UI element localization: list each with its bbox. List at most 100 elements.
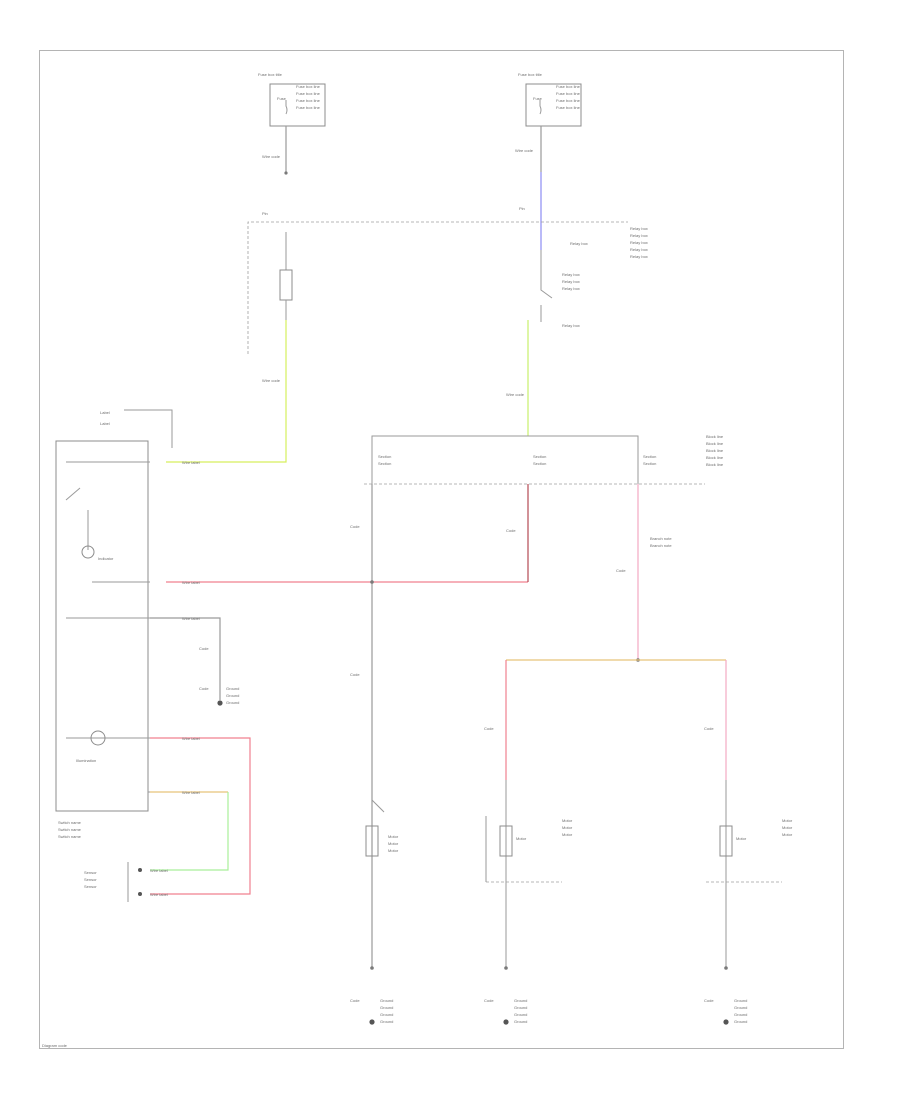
svg-text:Ground: Ground [226,693,239,698]
center-motor: Motor Motor Motor [365,799,399,857]
svg-text:Block line: Block line [706,462,724,467]
svg-text:Sensor: Sensor [84,877,97,882]
svg-text:Pin: Pin [262,211,268,216]
svg-text:Code: Code [506,528,516,533]
svg-text:Switch name: Switch name [58,827,82,832]
svg-text:Ground: Ground [514,1005,527,1010]
fuse-box-right: Fuse box title Fuse box line Fuse box li… [518,72,582,127]
svg-text:Fuse: Fuse [533,96,543,101]
svg-text:Motor: Motor [562,825,573,830]
svg-text:Ground: Ground [226,686,239,691]
svg-text:Wire label: Wire label [150,868,168,873]
svg-text:Wire label: Wire label [182,790,200,795]
svg-text:Block line: Block line [706,455,724,460]
svg-text:Motor: Motor [388,841,399,846]
svg-text:Motor: Motor [562,818,573,823]
svg-text:Relay box: Relay box [630,247,648,252]
svg-text:Relay box: Relay box [630,254,648,259]
svg-text:Relay box: Relay box [630,226,648,231]
svg-text:Switch name: Switch name [58,834,82,839]
svg-text:Sensor: Sensor [84,870,97,875]
svg-text:Relay box: Relay box [570,241,588,246]
svg-text:Section: Section [533,461,546,466]
left-motor: Motor Motor Motor Motor [485,780,573,968]
svg-text:Section: Section [378,454,391,459]
svg-text:Code: Code [484,726,494,731]
svg-text:Code: Code [350,998,360,1003]
svg-text:Illumination: Illumination [76,758,96,763]
svg-text:Block line: Block line [706,448,724,453]
svg-text:Motor: Motor [562,832,573,837]
svg-text:Motor: Motor [782,832,793,837]
svg-text:Code: Code [199,686,209,691]
wire-illum-green [150,792,229,871]
svg-text:Motor: Motor [388,834,399,839]
svg-text:Wire label: Wire label [182,460,200,465]
sensor-connector: Sensor Sensor Sensor Wire label Wire lab… [84,862,168,902]
svg-text:Relay box: Relay box [562,272,580,277]
svg-text:Ground: Ground [380,998,393,1003]
svg-text:Block line: Block line [706,434,724,439]
svg-text:Relay box: Relay box [630,240,648,245]
svg-text:Ground: Ground [734,1005,747,1010]
svg-text:Ground: Ground [226,700,239,705]
svg-text:Label: Label [100,421,110,426]
svg-text:Section: Section [643,461,656,466]
svg-text:Ground: Ground [380,1019,393,1024]
svg-text:Motor: Motor [782,818,793,823]
svg-text:Code: Code [350,524,360,529]
wire-illum-red [150,737,251,895]
svg-text:Pin: Pin [519,206,525,211]
svg-text:Motor: Motor [782,825,793,830]
svg-text:Section: Section [378,461,391,466]
svg-text:Motor: Motor [736,836,747,841]
relay-box: Pin Pin Relay box Relay box Relay box Re… [247,206,648,354]
svg-text:Ground: Ground [734,1019,747,1024]
svg-text:Relay box: Relay box [562,323,580,328]
svg-text:Wire code: Wire code [515,148,534,153]
svg-text:Wire label: Wire label [182,616,200,621]
svg-text:Fuse box line: Fuse box line [556,105,581,110]
svg-text:Branch note: Branch note [650,536,672,541]
svg-text:Branch note: Branch note [650,543,672,548]
svg-text:Label: Label [100,410,110,415]
svg-text:Ground: Ground [380,1005,393,1010]
svg-text:Code: Code [199,646,209,651]
svg-text:Code: Code [704,726,714,731]
svg-text:Fuse box line: Fuse box line [556,98,581,103]
wire-gray-ground [150,617,221,700]
svg-text:Switch name: Switch name [58,820,82,825]
svg-text:Code: Code [350,672,360,677]
svg-text:Fuse box title: Fuse box title [258,72,283,77]
svg-text:Wire label: Wire label [150,892,168,897]
svg-text:Fuse box line: Fuse box line [556,84,581,89]
svg-text:Indicator: Indicator [98,556,114,561]
svg-text:Ground: Ground [734,1012,747,1017]
svg-text:Ground: Ground [734,998,747,1003]
mode-switch: Label Label Indicator Illumination Switc… [55,409,173,839]
svg-text:Ground: Ground [514,1012,527,1017]
diagram-frame [39,50,844,1049]
svg-text:Fuse box line: Fuse box line [296,91,321,96]
svg-text:Fuse box line: Fuse box line [296,84,321,89]
svg-text:Sensor: Sensor [84,884,97,889]
svg-text:Wire label: Wire label [182,580,200,585]
right-motor: Motor Motor Motor Motor [706,780,793,968]
svg-text:Ground: Ground [514,1019,527,1024]
svg-text:Fuse box line: Fuse box line [556,91,581,96]
svg-text:Fuse box line: Fuse box line [296,105,321,110]
svg-text:Fuse: Fuse [277,96,287,101]
svg-text:Relay box: Relay box [562,279,580,284]
svg-text:Motor: Motor [388,848,399,853]
svg-text:Section: Section [643,454,656,459]
main-block: Section Section Section Section Section … [364,434,724,485]
svg-text:Ground: Ground [514,998,527,1003]
svg-text:Motor: Motor [516,836,527,841]
svg-text:Ground: Ground [380,1012,393,1017]
svg-text:Block line: Block line [706,441,724,446]
svg-text:Relay box: Relay box [630,233,648,238]
wire-yellow [166,320,287,463]
svg-text:Section: Section [533,454,546,459]
svg-text:Wire label: Wire label [182,736,200,741]
